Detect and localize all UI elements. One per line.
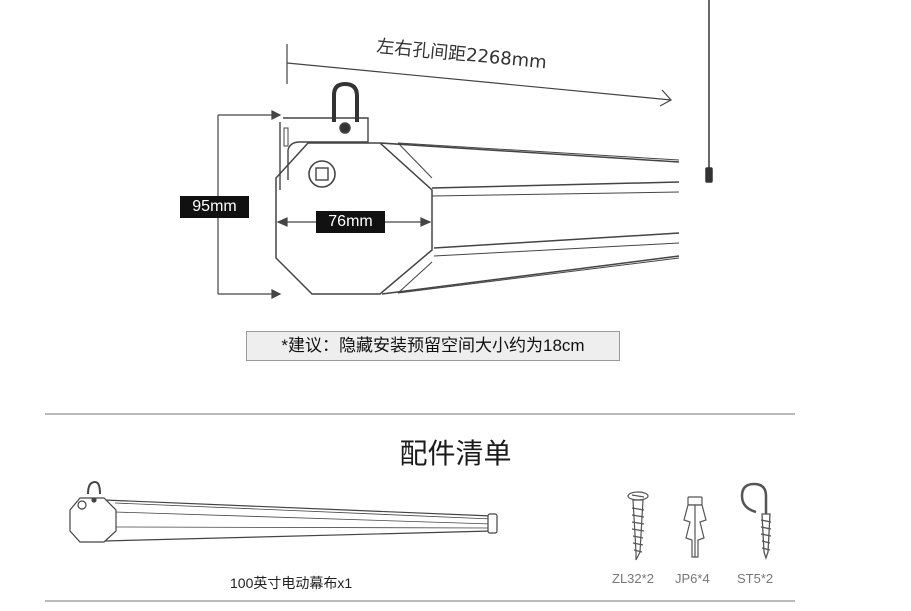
part-label-jp6: JP6*4 (675, 571, 710, 586)
screw-icon (627, 491, 649, 561)
main-item-label: 100英寸电动幕布x1 (230, 575, 353, 591)
width-label: 76mm (316, 211, 385, 233)
wall-anchor-icon (683, 496, 707, 558)
part-label-st5: ST5*2 (737, 571, 774, 586)
hole-spacing-label: 左右孔间距2268mm (376, 36, 548, 73)
screen-housing (275, 81, 680, 295)
pull-cord (705, 0, 713, 183)
projector-screen-thumbnail (69, 480, 498, 543)
height-label: 95mm (180, 196, 249, 218)
installation-note: *建议：隐藏安装预留空间大小约为18cm (246, 331, 620, 361)
hook-screw-icon (740, 482, 772, 561)
accessories-title: 配件清单 (399, 437, 512, 470)
part-label-zl32: ZL32*2 (612, 571, 654, 586)
hole-spacing-arrow (286, 44, 672, 107)
